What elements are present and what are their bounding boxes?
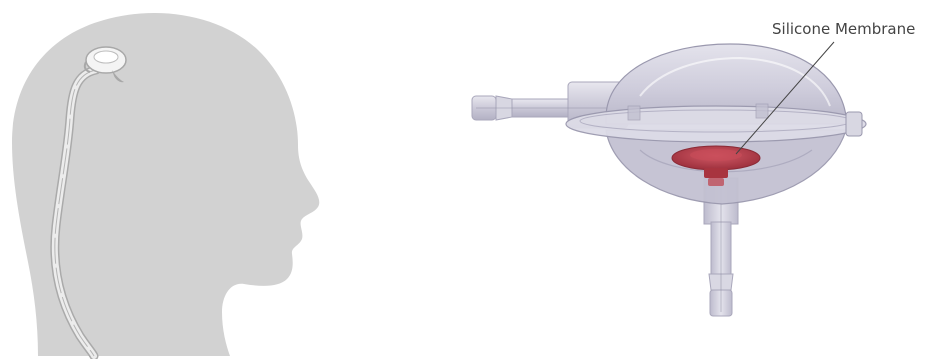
- valve-assembly: [472, 42, 866, 316]
- silicone-membrane-label: Silicone Membrane: [772, 20, 915, 38]
- head-illustration: [12, 13, 319, 356]
